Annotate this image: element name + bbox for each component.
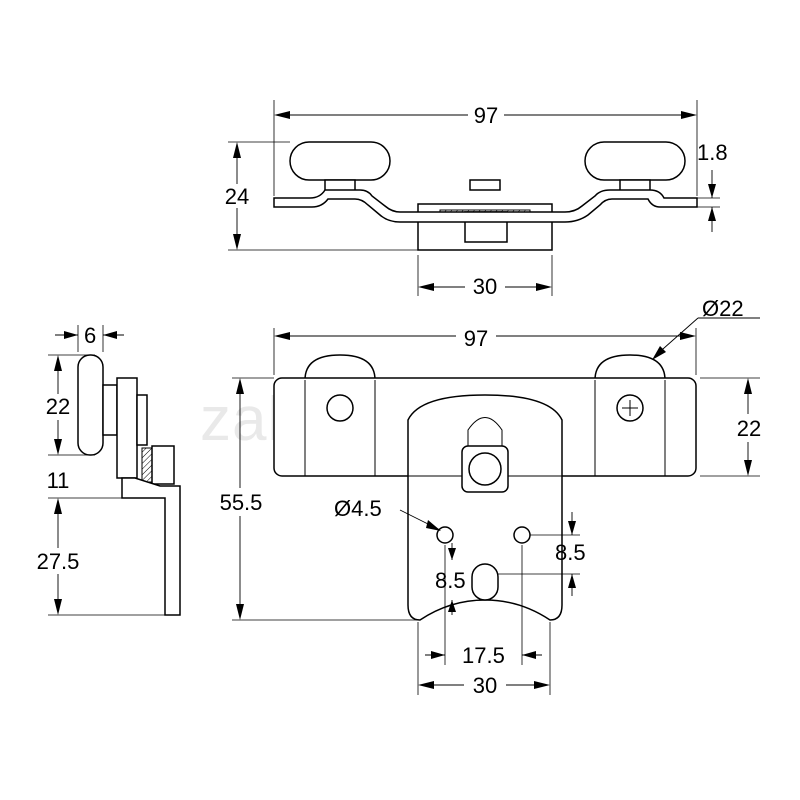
side-axle xyxy=(102,384,118,436)
front-bracket xyxy=(407,394,563,621)
dim-front-width: 97 xyxy=(464,326,488,351)
top-view-dimensions: 97 24 1.8 30 xyxy=(222,100,728,300)
dim-side-leg-height: 27.5 xyxy=(37,549,80,574)
front-right-wheel-top xyxy=(594,354,666,381)
dim-front-bracket-width: 30 xyxy=(473,673,497,698)
side-washer xyxy=(141,447,153,483)
dim-wheel-diameter: Ø22 xyxy=(702,296,744,321)
side-nut xyxy=(151,445,175,485)
side-body xyxy=(116,377,138,479)
dim-hole-spacing: 17.5 xyxy=(462,643,505,668)
front-left-wheel-top xyxy=(304,354,376,381)
top-left-wheel xyxy=(289,141,391,181)
front-slot-hole xyxy=(471,563,499,601)
dim-top-bracket-width: 30 xyxy=(473,274,497,299)
dim-hole-vertical-left: 8.5 xyxy=(435,568,466,593)
dim-hole-diameter: Ø4.5 xyxy=(334,496,382,521)
side-view xyxy=(77,354,181,616)
front-view-dimensions: 97 Ø22 22 55.5 Ø4.5 8.5 8.5 xyxy=(216,296,764,698)
side-view-dimensions: 6 22 11 27.5 xyxy=(32,323,165,616)
top-stud xyxy=(469,179,501,191)
front-slot xyxy=(467,417,503,476)
dim-hole-vertical-right: 8.5 xyxy=(555,540,586,565)
dim-top-plate-thickness: 1.8 xyxy=(697,140,728,165)
dim-top-height: 24 xyxy=(225,184,249,209)
front-left-hole xyxy=(326,394,354,422)
side-leg xyxy=(121,477,181,616)
top-view xyxy=(273,141,698,251)
front-nut-washer xyxy=(468,452,502,486)
front-hole-right xyxy=(513,526,531,544)
top-right-wheel xyxy=(584,141,686,181)
dim-top-width: 97 xyxy=(474,103,498,128)
dim-side-wheel-thickness: 6 xyxy=(84,323,96,348)
dim-side-wheel-height: 22 xyxy=(46,394,70,419)
dim-side-offset: 11 xyxy=(47,468,70,493)
side-body-step xyxy=(136,394,148,446)
front-view xyxy=(273,354,697,621)
dim-front-body-height: 22 xyxy=(737,416,761,441)
side-wheel xyxy=(77,354,104,456)
dim-front-total-height: 55.5 xyxy=(220,490,263,515)
